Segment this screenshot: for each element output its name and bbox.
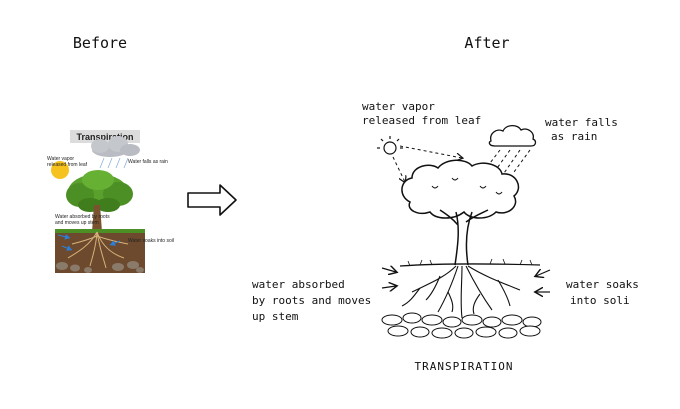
tree-trunk [439,209,489,266]
grass-strip [55,229,145,233]
after-rain-label: water falls [545,116,618,129]
before-soaks-label: Water soaks into soil [128,238,174,244]
rocks-icon [381,312,542,339]
before-title: Transpiration [76,132,133,142]
before-rain-label: Water falls as rain [128,159,168,165]
before-vapor-label: Water vapor [47,156,74,162]
before-illustration: Transpiration Water vapor released from … [47,130,174,273]
absorbed-arrows-icon [381,268,396,288]
right-arrow-icon [187,184,237,216]
soaks-arrows-icon [536,270,551,292]
tree-canopy-icon [401,159,520,219]
cloud-icon [488,124,537,147]
before-vapor-label-2: released from leaf [47,162,88,168]
rocks-icon [56,261,144,273]
tree-canopy-icon [66,170,133,212]
tree-trunk [92,205,102,232]
after-absorbed-label: water absorbed [252,278,345,291]
leaf-marks [431,177,503,195]
after-rain-label-2: as rain [551,130,597,143]
roots-icon [67,231,129,269]
before-absorbed-label: Water absorbed by roots [55,214,110,220]
after-heading: After [464,34,509,52]
sun-icon [51,161,69,179]
after-title: TRANSPIRATION [414,360,513,373]
cloud-icon [91,136,140,157]
after-soaks-label-2: into soli [570,294,630,307]
after-vapor-label: water vapor [362,100,435,113]
grass-marks [407,258,533,267]
after-absorbed-label-2: by roots and moves [252,294,371,307]
sun-arrow [392,156,405,182]
roots-icon [401,265,521,319]
sun-icon [377,136,403,155]
after-illustration: water vapor released from leaf water fal… [252,100,639,373]
after-vapor-label-2: released from leaf [362,114,481,127]
ground-line [399,263,541,267]
rain-icon [99,157,129,169]
before-heading: Before [73,34,127,52]
rain-icon [479,149,531,179]
vapor-arrow [399,145,462,158]
after-soaks-label: water soaks [566,278,639,291]
after-absorbed-label-3: up stem [252,310,299,323]
water-arrows-icon [57,233,121,251]
before-absorbed-label-2: and moves up stem [55,220,99,226]
